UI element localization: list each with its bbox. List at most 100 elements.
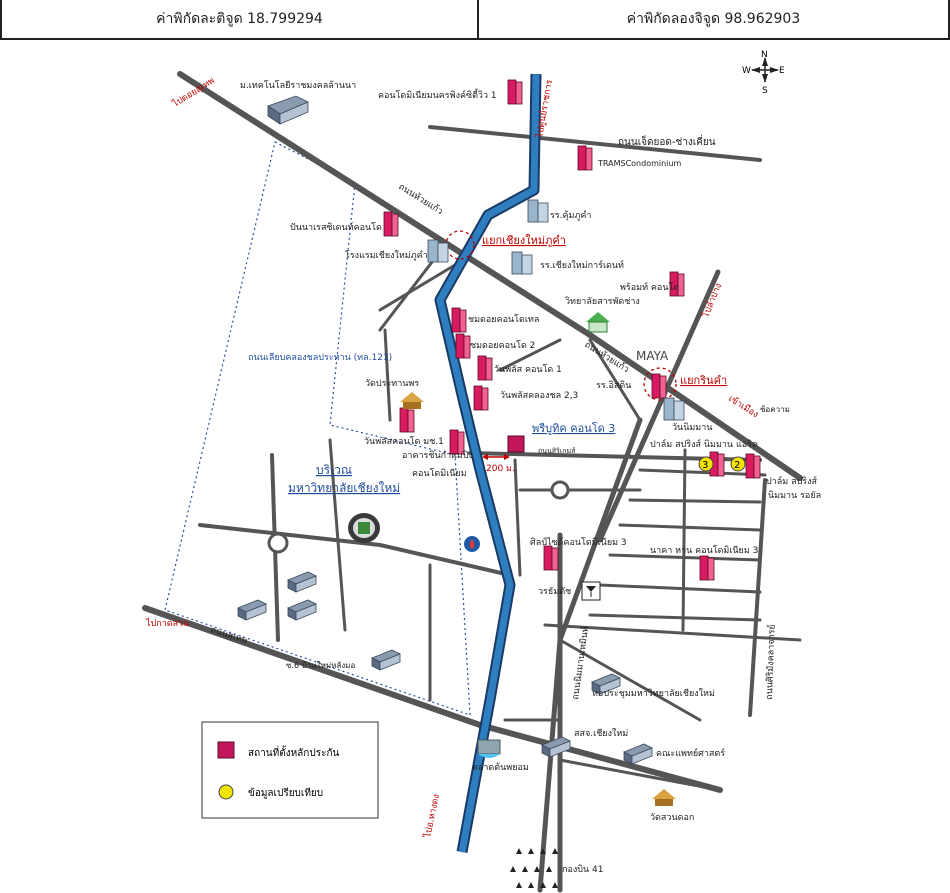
subject-site-marker <box>507 435 525 453</box>
stadium-icon <box>348 513 380 543</box>
place-nimman-area: วันนิมมาน <box>672 422 712 433</box>
place-wat-suan-dok: วัดสวนดอก <box>650 813 694 823</box>
place-hotel-cm: โรงแรมเชียงใหม่ภูคำ <box>345 250 428 261</box>
road-label-huay-kaew-upper: ถนนห้วยแก้ว <box>396 181 445 217</box>
compass-n: N <box>761 50 768 60</box>
condo-icon <box>543 545 559 571</box>
condo-icon <box>451 307 467 333</box>
legend-site-label: สถานที่ตั้งหลักประกัน <box>248 745 339 759</box>
road-label-nimman: ถนนนิมมานเหมินท์ <box>569 625 591 700</box>
subject-site-label: พรีบูทิค คอนโด 3 <box>532 421 615 435</box>
junction-phukham-label: แยกเชียงใหม่ภูคำ <box>482 234 566 247</box>
place-palm1: ปาล์ม สปริงส์ นิมมาน แอริค <box>650 438 758 450</box>
market-icon <box>477 739 501 758</box>
condo-icon <box>399 407 415 433</box>
place-medicine: คณะแพทย์ศาสตร์ <box>656 747 725 759</box>
road-label-canal-road: ถนนเลียบคลองชลประทาน (ทล.121) <box>248 352 392 363</box>
place-mtown: นาคา หาน คอนโดมิเนียม 3 <box>650 545 758 556</box>
place-palm2b: นิมมาน รอยัล <box>768 490 821 501</box>
temple-icon <box>400 392 424 409</box>
building-icon <box>591 673 621 695</box>
place-cm-garden: รร.เชียงใหม่การ์เดนท์ <box>540 259 624 271</box>
place-condo-nakorn: คอนโดมิเนียมนครพิงค์ซิตี้วิว 1 <box>378 88 497 101</box>
condo-icon <box>455 333 471 359</box>
junction-rincome-marker <box>643 367 677 401</box>
building-icon <box>267 95 309 125</box>
place-palm2: ปาล์ม สปริงส์ <box>766 475 818 487</box>
place-chomdoi1: ชมดอยคอนโดเทล <box>468 314 539 325</box>
building-icon <box>237 599 267 621</box>
bar-icon <box>581 581 601 601</box>
road-label-soi6: ซ.6 บ้านใหม่หลังมอ <box>286 661 355 670</box>
road-label-hangdong: ไปอ.หางดง <box>422 793 442 839</box>
compass-e: E <box>779 66 785 76</box>
road-label-suthep: ถนนสุเทพ <box>209 625 248 646</box>
place-market: ตลาดต้นพยอม <box>472 762 529 773</box>
place-promt: พร้อมท์ คอนโด <box>620 281 679 293</box>
longitude-label: ค่าพิกัดลองจิจูด 98.962903 <box>626 11 801 27</box>
road-label-sriphum: ถนนศิริมังคลาจารย์ <box>763 624 778 700</box>
compass-icon: N S W E <box>742 50 785 96</box>
place-onplus23: วันพลัสคลองชล 2,3 <box>500 391 578 401</box>
building-icon <box>371 649 401 671</box>
legend-compare-label: ข้อมูลเปรียบเทียบ <box>248 787 323 799</box>
road-label-to-kad: ไปกาดสวน <box>145 618 189 629</box>
place-rincome-hotel: รร.อิสดิน <box>596 380 631 391</box>
airfield-icon <box>510 848 558 888</box>
condo-icon <box>699 555 715 581</box>
place-ag-college: วิทยาลัยสารพัดช่าง <box>565 296 640 307</box>
latitude-cell: ค่าพิกัดละติจูด 18.799294 <box>0 0 479 40</box>
condo-icon <box>651 373 667 399</box>
comparison-marker-2: 2 <box>730 456 746 472</box>
roundabout-east <box>550 480 570 500</box>
place-wat-prathan: วัดประทานพร <box>365 379 419 389</box>
roundabout-west <box>267 532 289 554</box>
place-lanna-condo: วันพลัส คอนโด 1 <box>494 364 562 375</box>
place-maya: MAYA <box>636 349 669 363</box>
hotel-icon <box>511 251 533 275</box>
place-condominium: คอนโดมิเนียม <box>412 468 467 479</box>
building-icon <box>623 743 653 765</box>
hotel-icon <box>663 397 685 421</box>
place-airfield: กองบิน 41 <box>562 864 603 875</box>
school-icon <box>586 312 610 333</box>
place-silpakorn: ศิลป์ไซด์คอนโดมิเนียม 3 <box>530 536 627 548</box>
place-tech-lanna: ม.เทคโนโลยีราชมงคลล้านนา <box>240 80 356 91</box>
place-kumphu: รร.คุ้มภูคำ <box>550 210 592 221</box>
place-vorapon: วรธัมดัช <box>538 587 571 597</box>
road-label-to-city: เข้าเมือง <box>726 393 760 420</box>
condo-icon <box>383 211 399 237</box>
condo-icon <box>745 453 761 479</box>
condo-icons <box>383 79 761 581</box>
location-map: N S W E <box>142 50 821 893</box>
legend-compare-swatch <box>218 784 234 800</box>
latitude-label: ค่าพิกัดละติจูด 18.799294 <box>156 11 323 27</box>
cmu-area-label-2: มหาวิทยาลัยเชียงใหม่ <box>288 481 400 495</box>
building-icon <box>541 736 571 758</box>
building-icon <box>287 571 317 593</box>
place-chotana: ช้อความ <box>760 405 790 414</box>
road-label-sirikhem: ถนนสิริเกมส์ <box>538 447 576 455</box>
building-icons <box>237 95 685 765</box>
place-nana: ปันนาเรสซิเดนท์คอนโด <box>290 221 382 233</box>
hotel-icon <box>427 239 449 263</box>
condo-icon <box>507 79 523 105</box>
university-boundary <box>164 141 471 716</box>
distance-label: 200 ม. <box>486 464 515 474</box>
place-chomdoi2: ชมดอยคอนโด 2 <box>470 340 535 351</box>
temple-icon <box>652 789 676 806</box>
place-trams: TRAMSCondominium <box>597 159 681 168</box>
map-legend: สถานที่ตั้งหลักประกัน ข้อมูลเปรียบเทียบ <box>201 721 379 819</box>
longitude-cell: ค่าพิกัดลองจิจูด 98.962903 <box>477 0 950 40</box>
place-hall: หอประชุมมหาวิทยาลัยเชียงใหม่ <box>592 688 715 699</box>
compass-w: W <box>742 66 751 76</box>
condo-icon <box>449 429 465 455</box>
compass-s: S <box>762 86 768 96</box>
svg-text:3: 3 <box>702 460 708 471</box>
road-label-jed-yod: ถนนเจ็ดยอด-ช่างเคี่ยน <box>618 134 716 148</box>
gas-station-icon <box>464 536 480 552</box>
legend-site-swatch <box>217 741 235 759</box>
condo-icon <box>473 385 489 411</box>
cmu-area-label-1: บริเวณ <box>316 463 352 477</box>
place-sor-sor: สสจ.เชียงใหม่ <box>574 728 628 739</box>
